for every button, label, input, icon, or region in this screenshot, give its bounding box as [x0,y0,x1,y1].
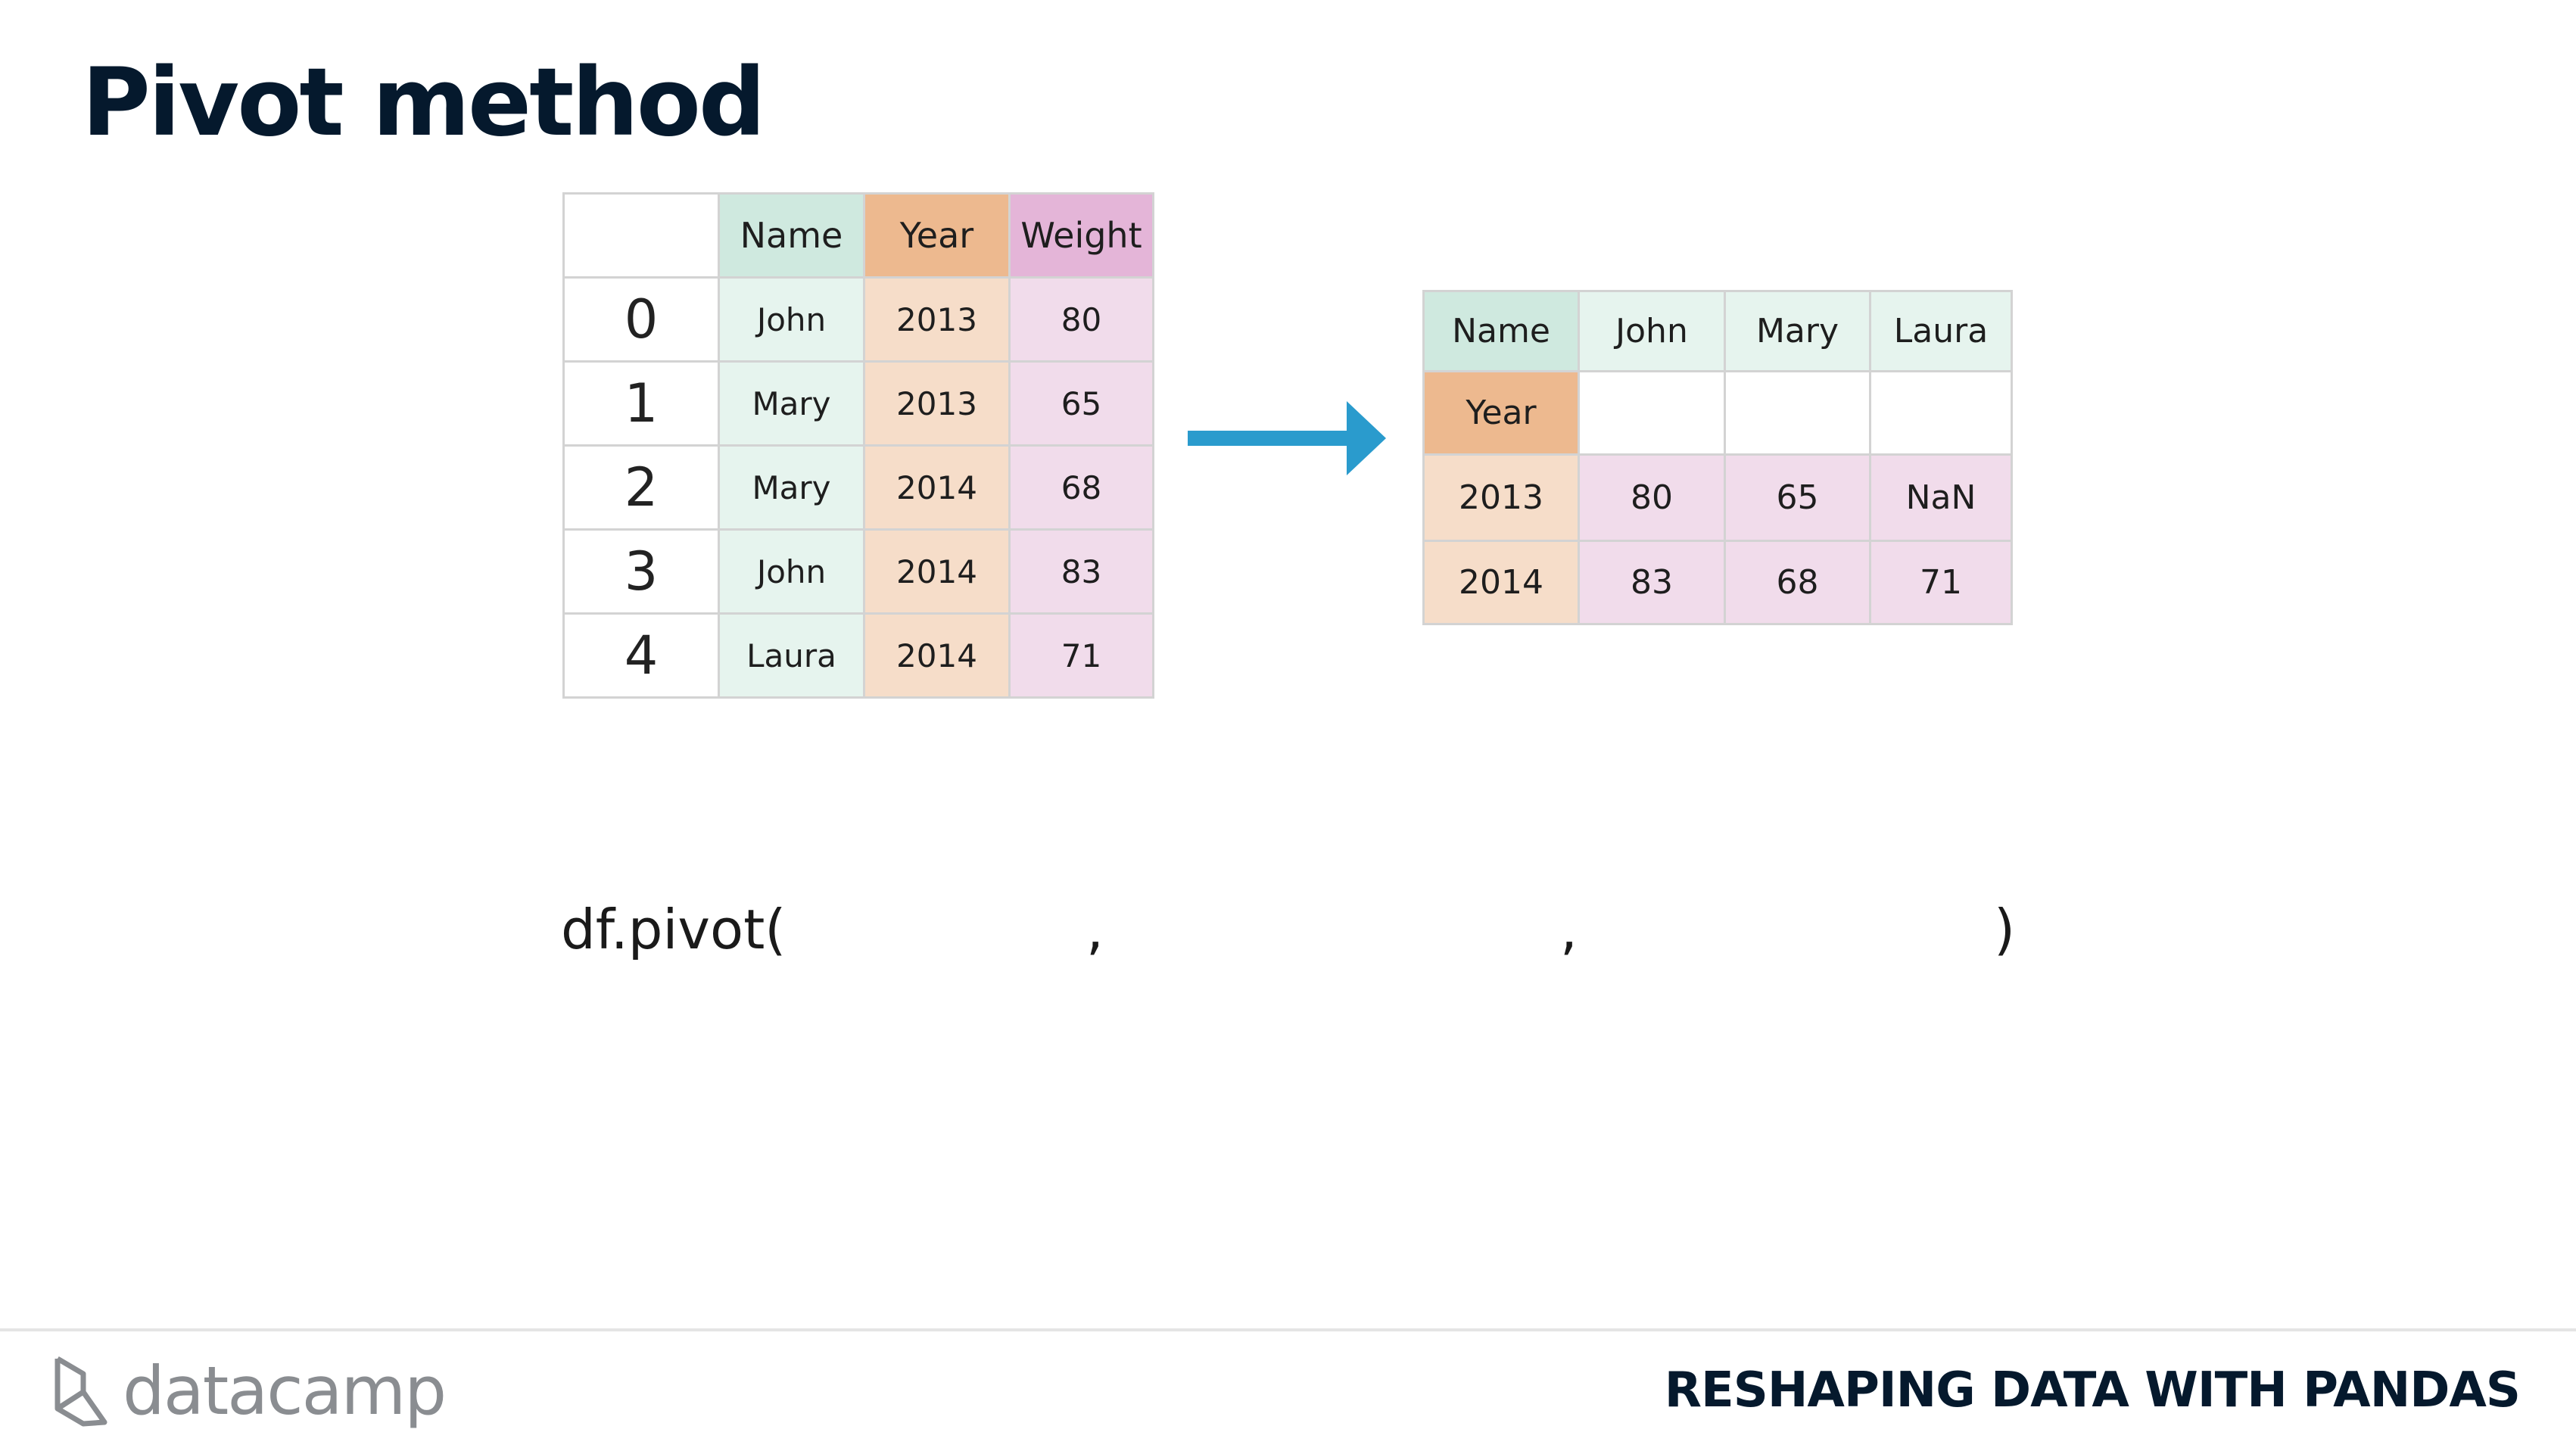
empty-cell [1578,370,1726,456]
value-cell: 83 [1578,540,1726,625]
table-header-row: Name Year Weight [562,192,1154,279]
pivot-code-snippet: df.pivot( , , ) [561,892,2045,967]
row-index: 1 [562,360,720,447]
pivoted-dataframe-table: Name John Mary Laura Year 2013 80 65 NaN… [1422,290,2013,625]
column-header-cell: Laura [1869,290,2013,372]
table-row: 2014 83 68 71 [1422,540,2013,625]
row-index: 3 [562,528,720,615]
datacamp-logo-icon [55,1356,107,1427]
pivot-index-label-row: Year [1422,370,2013,456]
weight-column-header: Weight [1008,192,1154,279]
code-separator: , [1560,898,1578,961]
row-index: 4 [562,612,720,699]
name-cell: Laura [718,612,865,699]
table-row: 4 Laura 2014 71 [562,612,1154,699]
pivot-columns-row: Name John Mary Laura [1422,290,2013,372]
brand-name: datacamp [123,1351,447,1430]
year-cell: 2014 [863,612,1011,699]
column-header-cell: John [1578,290,1726,372]
name-cell: John [718,528,865,615]
row-index: 2 [562,444,720,531]
index-header-cell [562,192,720,279]
weight-cell: 80 [1008,276,1154,363]
weight-cell: 65 [1008,360,1154,447]
table-row: 3 John 2014 83 [562,528,1154,615]
row-index: 0 [562,276,720,363]
original-dataframe-table: Name Year Weight 0 John 2013 80 1 Mary 2… [562,192,1154,699]
value-cell: 71 [1869,540,2013,625]
right-arrow-icon [1188,401,1386,475]
code-separator: , [1086,898,1104,961]
table-row: 0 John 2013 80 [562,276,1154,363]
value-cell: 65 [1724,453,1871,542]
footer-divider [0,1328,2576,1331]
year-cell: 2014 [863,444,1011,531]
empty-cell [1869,370,2013,456]
empty-cell [1724,370,1871,456]
datacamp-logo: datacamp [53,1349,447,1432]
index-label-cell: Year [1422,370,1580,456]
name-cell: Mary [718,444,865,531]
slide-title: Pivot method [82,48,766,157]
year-cell: 2014 [863,528,1011,615]
name-cell: John [718,276,865,363]
course-title: RESHAPING DATA WITH PANDAS [1664,1362,2521,1418]
year-cell: 2013 [863,276,1011,363]
weight-cell: 68 [1008,444,1154,531]
weight-cell: 71 [1008,612,1154,699]
code-prefix: df.pivot( [561,898,787,961]
name-column-header: Name [718,192,865,279]
column-header-cell: Mary [1724,290,1871,372]
value-cell: 80 [1578,453,1726,542]
code-suffix: ) [1994,898,2016,961]
value-cell: NaN [1869,453,2013,542]
year-column-header: Year [863,192,1011,279]
year-index-cell: 2013 [1422,453,1580,542]
columns-label-cell: Name [1422,290,1580,372]
value-cell: 68 [1724,540,1871,625]
table-row: 2013 80 65 NaN [1422,453,2013,542]
year-cell: 2013 [863,360,1011,447]
name-cell: Mary [718,360,865,447]
weight-cell: 83 [1008,528,1154,615]
table-row: 2 Mary 2014 68 [562,444,1154,531]
table-row: 1 Mary 2013 65 [562,360,1154,447]
year-index-cell: 2014 [1422,540,1580,625]
